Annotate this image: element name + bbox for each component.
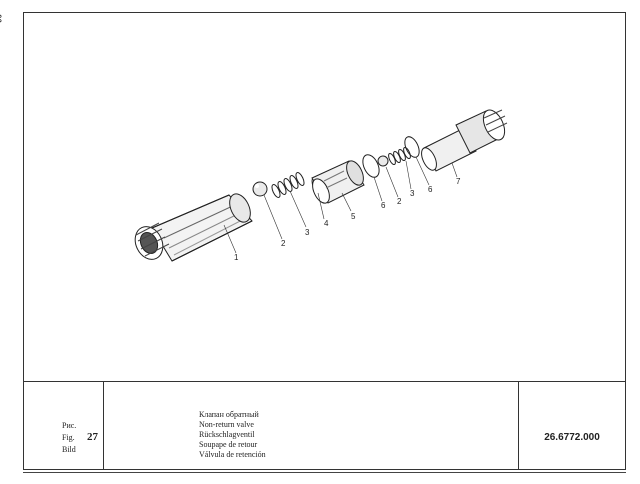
callout-1: 1	[234, 253, 239, 262]
part-spring-3b	[388, 146, 411, 166]
code-cell: 26.6772.000	[519, 382, 625, 470]
part-sleeve-5	[311, 160, 365, 204]
callout-7: 7	[456, 177, 461, 186]
callout-2: 2	[281, 239, 286, 248]
part-fitting-7	[421, 109, 508, 172]
figure-label-en: Fig.	[62, 433, 75, 442]
bottom-rule	[23, 472, 626, 473]
part-code: 26.6772.000	[544, 432, 600, 443]
name-en: Non-return valve	[199, 420, 254, 429]
figure-label-ru: Рис.	[62, 421, 77, 430]
names-cell: Клапан обратный Non-return valve Rücksch…	[104, 382, 519, 470]
name-es: Válvula de retención	[199, 450, 266, 459]
figure-labels: Рис. Fig. Bild	[62, 420, 76, 456]
name-fr: Soupape de retour	[199, 440, 258, 449]
callout-6b: 6	[428, 185, 433, 194]
callout-4: 4	[324, 219, 329, 228]
exploded-view-illustration: 1 2 3 4 5 6 2 3 6 7	[134, 109, 508, 262]
callout-2b: 2	[397, 197, 402, 206]
part-names: Клапан обратный Non-return valve Rücksch…	[199, 410, 266, 460]
callout-6: 6	[381, 201, 386, 210]
name-de: Rückschlagventil	[199, 430, 255, 439]
drawing-frame: 1 2 3 4 5 6 2 3 6 7 Рис. Fig. Bild 27 Кл…	[23, 12, 626, 470]
figure-cell: Рис. Fig. Bild 27	[24, 382, 104, 470]
figure-label-de: Bild	[62, 445, 76, 454]
figure-number: 27	[87, 431, 98, 443]
title-block: Рис. Fig. Bild 27 Клапан обратный Non-re…	[24, 381, 625, 470]
part-body-1	[134, 193, 253, 262]
part-spring-3	[271, 172, 305, 198]
name-ru: Клапан обратный	[199, 410, 259, 419]
callout-5: 5	[351, 212, 356, 221]
callout-3: 3	[305, 228, 310, 237]
page-number: 00	[0, 14, 3, 23]
callout-3b: 3	[410, 189, 415, 198]
